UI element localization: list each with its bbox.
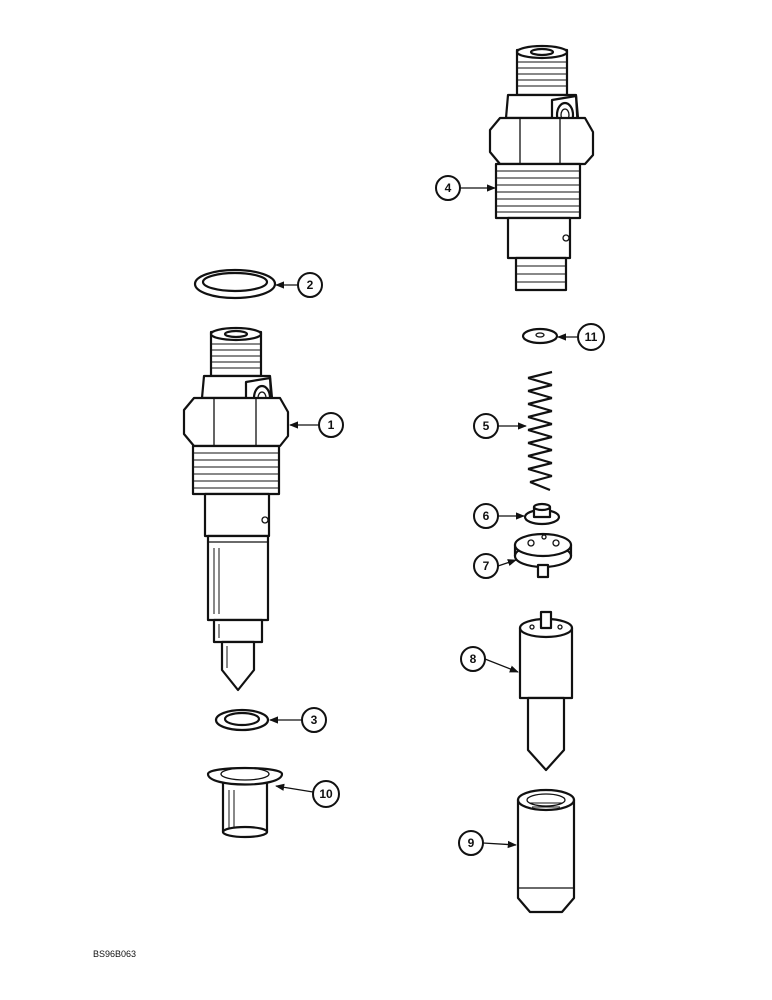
injector-sleeve-part-10 — [206, 766, 284, 839]
callout-3: 3 — [301, 707, 327, 733]
injector-holder-body-part-4 — [488, 44, 595, 292]
svg-text:6: 6 — [483, 509, 490, 523]
callout-10: 10 — [312, 780, 340, 808]
copper-washer-part-3 — [214, 708, 270, 732]
shim-washer-part-11 — [521, 327, 559, 345]
injection-nozzle-part-8 — [518, 610, 574, 772]
svg-text:7: 7 — [483, 559, 490, 573]
callout-1: 1 — [318, 412, 344, 438]
callout-8: 8 — [460, 646, 486, 672]
callout-5: 5 — [473, 413, 499, 439]
svg-text:5: 5 — [483, 419, 490, 433]
svg-text:3: 3 — [311, 713, 318, 727]
callout-9: 9 — [458, 830, 484, 856]
pressure-spring-part-5 — [527, 370, 553, 492]
svg-text:8: 8 — [470, 652, 477, 666]
svg-text:1: 1 — [328, 418, 335, 432]
svg-text:11: 11 — [585, 330, 598, 344]
nozzle-nut-part-9 — [516, 788, 576, 914]
svg-text:2: 2 — [307, 278, 314, 292]
callout-6: 6 — [473, 503, 499, 529]
spring-seat-part-6 — [523, 502, 561, 526]
sealing-ring-part-2 — [193, 268, 277, 300]
svg-text:10: 10 — [319, 787, 333, 801]
svg-text:9: 9 — [468, 836, 475, 850]
callout-7: 7 — [473, 553, 499, 579]
intermediate-plate-part-7 — [513, 532, 573, 579]
svg-text:4: 4 — [445, 181, 452, 195]
callout-2: 2 — [297, 272, 323, 298]
callout-4: 4 — [435, 175, 461, 201]
figure-reference-code: BS96B063 — [93, 949, 136, 959]
injector-assembly-part-1 — [182, 326, 290, 692]
callout-11: 11 — [577, 323, 605, 351]
